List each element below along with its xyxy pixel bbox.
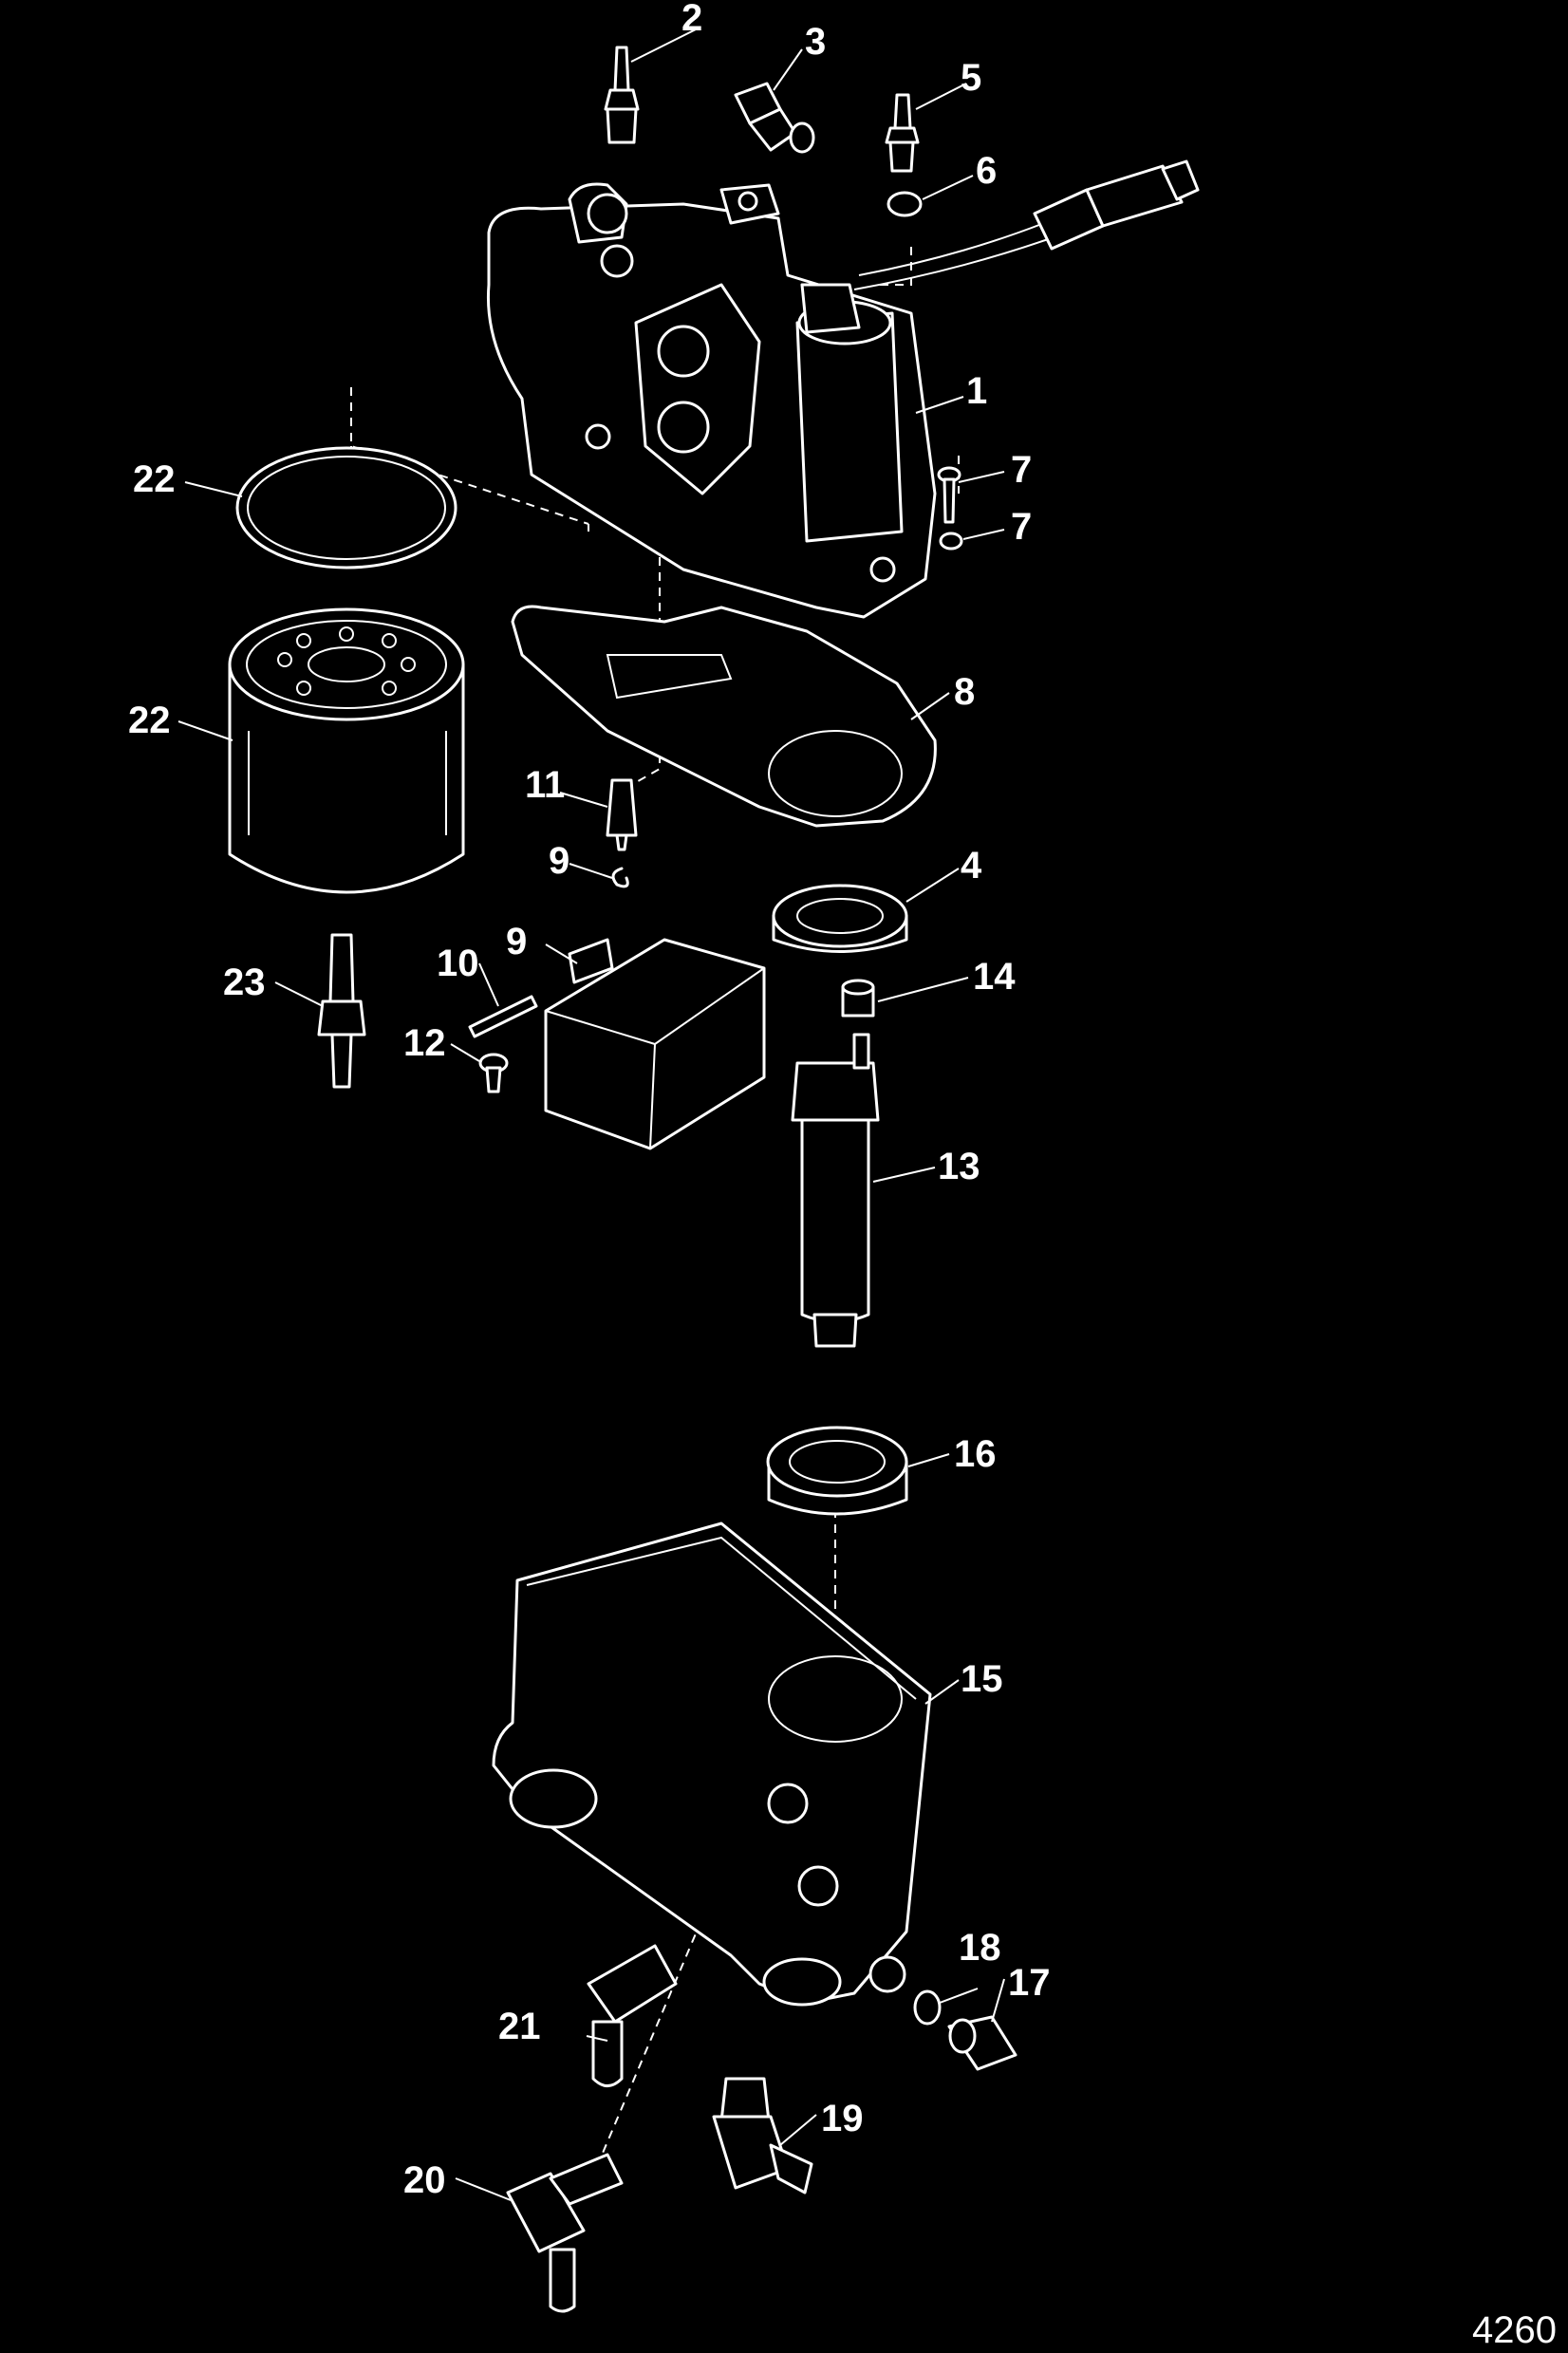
part-23-fitting [317,933,366,1089]
callout-13: 13 [938,1146,980,1187]
callout-7-screw: 7 [1011,449,1032,491]
callout-16: 16 [954,1433,997,1475]
callout-12: 12 [403,1022,446,1064]
part-5-fitting [885,93,920,173]
part-15-lower-housing [492,1522,932,2007]
callout-labels: 2 3 5 6 1 7 7 8 11 9 4 9 14 10 12 23 13 … [128,0,1051,2201]
callout-23: 23 [223,962,266,1003]
part-12-screw [478,1053,509,1093]
callout-9-bracket: 9 [506,921,527,962]
part-16-seal [766,1426,908,1516]
part-22-filter-canister [228,607,465,894]
figure-number: 4260 [1472,2309,1557,2351]
part-22-gasket-ring [235,446,457,570]
part-9-clip [611,867,629,888]
callout-11: 11 [525,764,565,806]
part-11-valve [606,778,638,851]
part-9-bracket [544,938,766,1150]
callout-1: 1 [966,370,987,412]
leader-lines [177,28,1005,2201]
part-3-elbow [734,82,815,154]
part-21-elbow [587,1944,678,2087]
callout-9-clip: 9 [549,840,569,882]
part-7-screw [937,466,961,524]
callout-2: 2 [681,0,702,39]
callout-6: 6 [976,150,997,192]
callout-22-canister: 22 [128,700,171,741]
callout-18: 18 [959,1927,1001,1969]
callout-7-washer: 7 [1011,506,1032,548]
callout-3: 3 [805,21,826,63]
callout-17: 17 [1008,1962,1051,2004]
callout-5: 5 [961,57,981,99]
part-2-fitting [604,46,640,144]
callout-10: 10 [437,943,479,984]
part-13-pump [791,1033,880,1348]
part-4-seal [772,884,908,953]
callout-21: 21 [498,2006,541,2047]
part-1-housing [486,159,1200,619]
part-18-o-ring [913,1989,942,2026]
part-6-o-ring [887,191,923,217]
callout-15: 15 [961,1658,1003,1700]
callout-14: 14 [973,956,1016,998]
callout-20: 20 [403,2159,446,2201]
part-20-elbow [506,2153,624,2313]
callout-19: 19 [821,2098,864,2139]
part-7-washer [939,532,963,551]
part-17-plug [947,2015,1017,2071]
part-8-gasket [511,605,937,828]
callout-4: 4 [961,845,982,887]
callout-8: 8 [954,671,975,713]
part-10-pin [468,995,538,1038]
callout-22-ring: 22 [133,458,176,500]
part-14-sleeve [841,979,875,1018]
part-19-elbow [712,2077,813,2194]
